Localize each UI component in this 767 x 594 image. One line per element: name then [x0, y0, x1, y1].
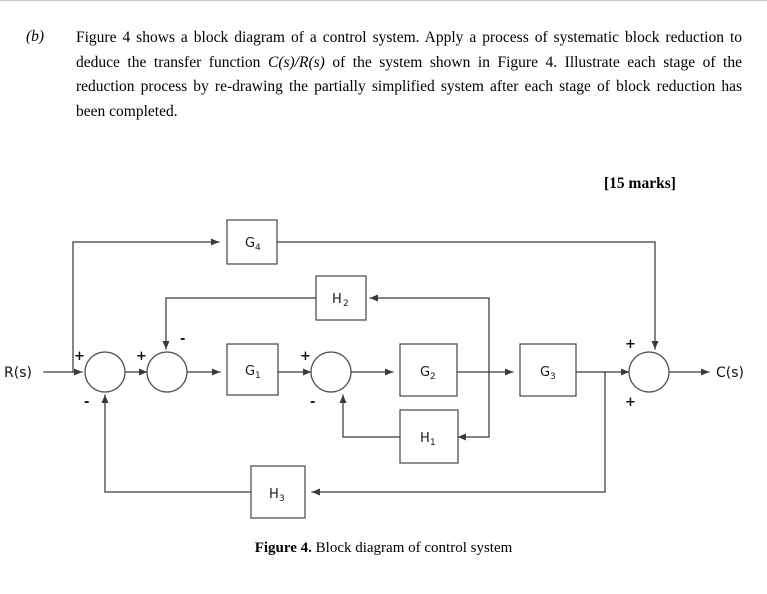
block-g2-subscript: 2: [430, 372, 436, 382]
sum3-feedback-sign: -: [310, 395, 315, 410]
question-text-part1: Figure 4 shows a block diagram of a cont…: [76, 29, 742, 71]
figure-caption-text: Block diagram of control system: [311, 540, 513, 556]
marks-allocation: [15 marks]: [604, 175, 676, 192]
summing-junction-3: + -: [300, 349, 352, 410]
sum4-top-sign: +: [625, 337, 636, 352]
output-signal-label: C(s): [716, 365, 744, 381]
wire-h2-to-sum2: [162, 297, 316, 350]
block-g2: G 2: [399, 343, 458, 397]
wire-g3-tap-to-h3: [311, 371, 606, 496]
block-g3: G 3: [519, 343, 577, 397]
wire-g4-to-sum4: [276, 241, 659, 350]
sum2-input-sign: +: [136, 349, 147, 364]
wire-g2-tap-to-h2: [369, 294, 490, 373]
figure-caption: Figure 4. Block diagram of control syste…: [0, 540, 767, 557]
block-g2-label: G: [420, 365, 430, 380]
block-g1-label: G: [245, 364, 255, 379]
figure-caption-prefix: Figure 4.: [254, 540, 312, 556]
sum3-input-sign: +: [300, 349, 311, 364]
block-h2-subscript: 2: [343, 299, 349, 309]
summing-junction-4: + +: [625, 337, 670, 410]
block-h1-label: H: [420, 431, 430, 446]
sum2-feedback-sign: -: [180, 332, 185, 347]
summing-junction-2: + -: [136, 332, 188, 393]
block-g4-label: G: [245, 236, 255, 251]
wire-g2-tap-to-h1: [457, 371, 490, 441]
sum1-input-sign: +: [74, 349, 85, 364]
sum4-input-sign: +: [625, 395, 636, 410]
block-g3-subscript: 3: [550, 372, 556, 382]
question-block: (b) Figure 4 shows a block diagram of a …: [0, 26, 767, 156]
transfer-function-expression: C(s)/R(s): [267, 53, 325, 71]
summing-junction-1: + -: [74, 349, 126, 410]
block-h3-label: H: [269, 487, 279, 502]
block-h3-subscript: 3: [279, 494, 285, 504]
block-g4-subscript: 4: [255, 243, 261, 253]
question-label: (b): [26, 28, 45, 45]
block-h3: H 3: [250, 465, 306, 519]
block-h1: H 1: [399, 409, 459, 464]
block-g1: G 1: [226, 343, 279, 396]
block-h2-label: H: [332, 292, 342, 307]
block-h2: H 2: [315, 275, 367, 321]
block-g3-label: G: [540, 365, 550, 380]
wire-h3-to-sum1: [101, 394, 252, 493]
page-top-rule: [0, 0, 767, 1]
block-g4: G 4: [226, 219, 278, 265]
question-text-part2: of the system shown in Figure 4. Illustr…: [76, 53, 742, 120]
wire-input-branch-to-g4: [72, 238, 220, 373]
block-h1-subscript: 1: [430, 438, 436, 448]
sum1-feedback-sign: -: [84, 395, 89, 410]
block-diagram: G 4 H 2 G 1 G 2: [0, 210, 767, 530]
input-signal-label: R(s): [4, 365, 32, 381]
block-g1-subscript: 1: [255, 371, 261, 381]
wire-h1-to-sum3: [339, 394, 401, 438]
question-body: Figure 4 shows a block diagram of a cont…: [76, 26, 742, 124]
